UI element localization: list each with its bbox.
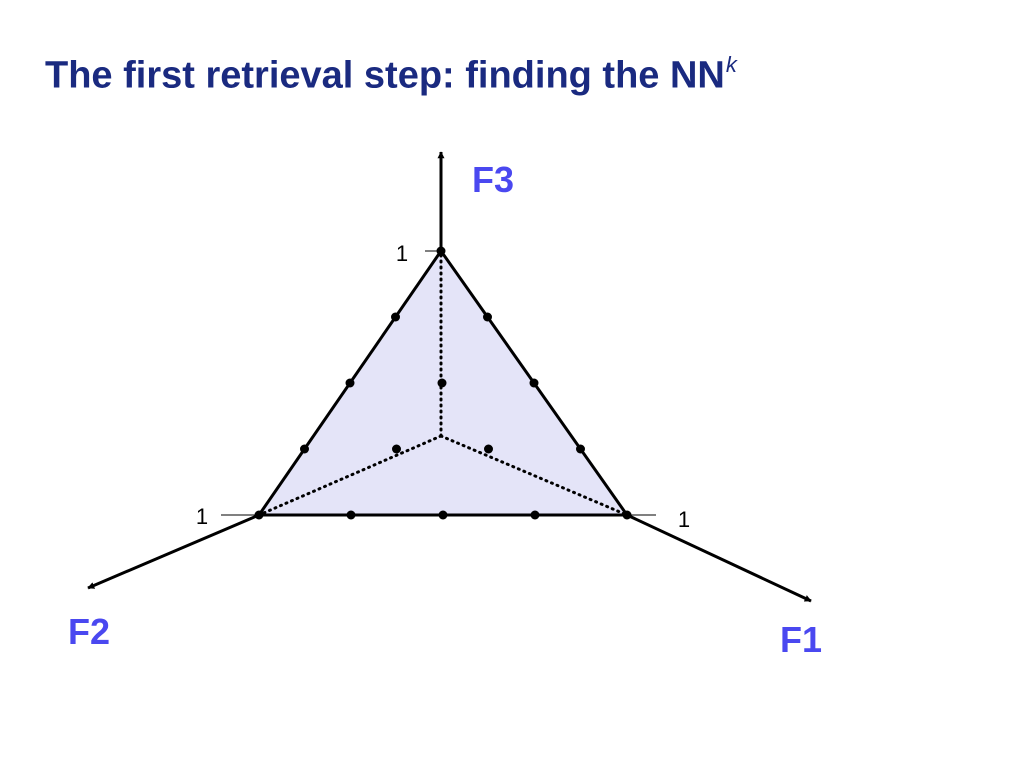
grid-point: [437, 378, 447, 388]
grid-point: [622, 510, 632, 520]
grid-point: [392, 444, 401, 454]
unit-label-f2: 1: [196, 504, 208, 529]
grid-point: [391, 312, 400, 322]
grid-point: [345, 378, 355, 388]
grid-point: [436, 246, 446, 256]
grid-point: [576, 444, 585, 454]
grid-point: [484, 444, 493, 454]
unit-label-f1: 1: [678, 507, 690, 532]
grid-point: [438, 510, 448, 520]
unit-label-f3: 1: [396, 241, 408, 266]
grid-point: [530, 510, 540, 520]
dotted-line-f1: [439, 434, 629, 517]
axis-label-f1: F1: [780, 619, 822, 660]
title-superscript: k: [725, 52, 737, 77]
axis-f2: [87, 513, 260, 590]
grid-point: [529, 378, 539, 388]
grid-point: [346, 510, 356, 520]
grid-points: [254, 246, 632, 520]
axis-label-f3: F3: [472, 159, 514, 200]
title-text: The first retrieval step: finding the NN: [45, 54, 725, 97]
axis-f1: [626, 513, 812, 603]
grid-point: [300, 444, 309, 454]
slide-title: The first retrieval step: finding the NN…: [45, 54, 737, 97]
axis-label-f2: F2: [68, 611, 110, 652]
grid-point: [483, 312, 492, 322]
grid-point: [254, 510, 264, 520]
